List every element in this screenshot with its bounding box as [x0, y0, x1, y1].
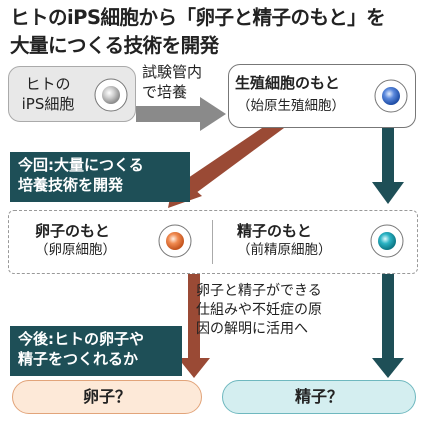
ips-cell-icon	[94, 78, 128, 112]
future-research-label: 今後:ヒトの卵子や 精子をつくれるか	[10, 326, 182, 376]
egg-result-box: 卵子？	[12, 380, 202, 414]
diagram-title: ヒトのiPS細胞から「卵子と精子のもと」を 大量につくる技術を開発	[10, 4, 420, 60]
ips-cell-label: ヒトの iPS細胞	[21, 75, 75, 113]
source-divider	[212, 220, 213, 264]
germ-cell-sublabel: （始原生殖細胞）	[237, 98, 345, 114]
culture-note: 試験管内 で培養	[142, 63, 203, 101]
current-research-label: 今回:大量につくる 培養技術を開発	[10, 152, 190, 202]
germ-cell-icon	[374, 79, 408, 113]
sperm-source-label: 精子のもと （前精原細胞）	[237, 222, 332, 258]
germ-to-sperm-arrow	[372, 128, 404, 204]
sperm-to-result-arrow	[372, 274, 404, 378]
egg-to-result-arrow	[178, 274, 210, 378]
germ-cell-label: 生殖細胞のもと	[235, 74, 340, 92]
research-note: 卵子と精子ができる 仕組みや不妊症の原 因の解明に活用へ	[196, 283, 322, 337]
sperm-result-box: 精子？	[222, 380, 416, 414]
title-line-1: ヒトのiPS細胞から「卵子と精子のもと」を	[10, 6, 386, 29]
title-line-2: 大量につくる技術を開発	[10, 34, 219, 57]
egg-source-label: 卵子のもと （卵原細胞）	[35, 222, 116, 258]
culture-arrow	[136, 97, 226, 131]
ips-cell-box: ヒトの iPS細胞	[8, 66, 136, 122]
sperm-source-cell-icon	[370, 224, 404, 258]
source-cells-box: 卵子のもと （卵原細胞） 精子のもと （前精原細胞）	[8, 210, 418, 274]
germ-cell-box: 生殖細胞のもと （始原生殖細胞）	[228, 64, 416, 128]
egg-source-cell-icon	[158, 224, 192, 258]
